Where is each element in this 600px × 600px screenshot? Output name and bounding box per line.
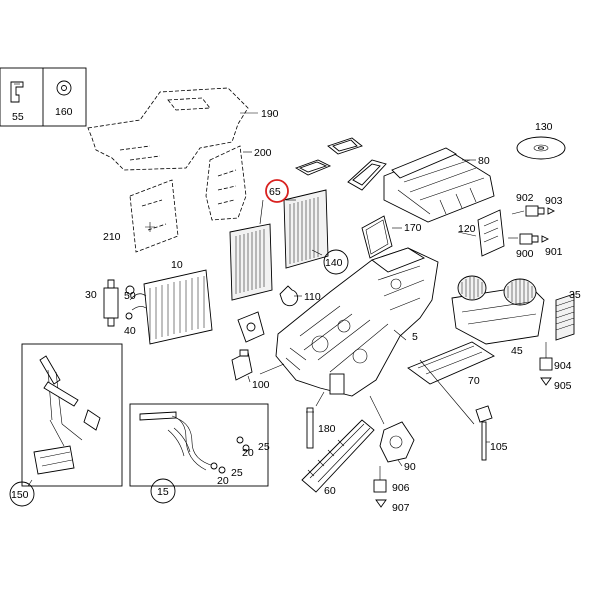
leader-lines	[259, 329, 475, 425]
part-label-140: 140	[325, 257, 343, 269]
part-90-servo: 90	[379, 421, 416, 473]
part-80-top-cover: 80	[383, 147, 495, 223]
part-label-906: 906	[392, 482, 410, 494]
part-label-160: 160	[55, 106, 73, 118]
highlight-ring-65	[265, 179, 289, 203]
part-5-hvac-housing: 5	[275, 247, 439, 397]
part-140-callout: 140	[311, 249, 349, 275]
part-label-80: 80	[478, 155, 490, 167]
part-label-130: 130	[535, 121, 553, 133]
part-900-sensor: 900 901	[508, 233, 563, 260]
part-200-gasket: 200	[205, 145, 272, 221]
part-label-902: 902	[516, 192, 534, 204]
part-label-30: 30	[85, 289, 97, 301]
part-130-disc: 130	[516, 121, 566, 160]
part-label-35: 35	[569, 289, 581, 301]
part-170-seal: 170	[361, 215, 422, 259]
detail-box-150: 150	[9, 343, 123, 507]
part-110-connector: 110	[279, 285, 321, 307]
part-65-cabin-filters: 65	[229, 179, 329, 301]
part-label-65: 65	[269, 186, 281, 198]
part-60-duct: 60	[301, 419, 375, 497]
part-label-20b: 20	[217, 475, 229, 487]
part-label-100: 100	[252, 379, 270, 391]
part-label-55: 55	[12, 111, 24, 123]
part-label-905: 905	[554, 380, 572, 392]
part-label-25b: 25	[231, 467, 243, 479]
part-label-180: 180	[318, 423, 336, 435]
part-100-actuator: 100	[231, 349, 270, 391]
part-30-expansion-valve: 30 50 40	[85, 279, 136, 337]
part-label-105: 105	[490, 441, 508, 453]
part-902-sensor: 902 903	[511, 192, 563, 217]
part-filter-frames	[294, 137, 387, 191]
part-45-blower: 45	[451, 275, 545, 357]
part-label-907: 907	[392, 502, 410, 514]
part-label-903: 903	[545, 195, 563, 207]
part-label-60: 60	[324, 485, 336, 497]
part-label-15: 15	[157, 486, 169, 498]
part-190-insulation: 190	[87, 87, 279, 171]
part-label-210: 210	[103, 231, 121, 243]
part-label-901: 901	[545, 246, 563, 258]
part-label-190: 190	[261, 108, 279, 120]
part-10-evaporator: 10	[129, 259, 213, 345]
part-label-904: 904	[554, 360, 572, 372]
part-label-150: 150	[11, 489, 29, 501]
detail-box-15: 20 25 20 25 15	[129, 403, 270, 504]
part-label-200: 200	[254, 147, 272, 159]
part-180-rod: 180	[306, 407, 336, 449]
part-label-45: 45	[511, 345, 523, 357]
part-bracket	[237, 311, 265, 343]
legend-box: 55 160	[0, 67, 87, 127]
part-label-40: 40	[124, 325, 136, 337]
part-105-sensor: 105	[475, 405, 508, 461]
part-label-50: 50	[124, 290, 136, 302]
nut-icon	[56, 80, 72, 96]
part-label-170: 170	[404, 222, 422, 234]
part-label-5: 5	[412, 331, 418, 343]
part-120-control-module: 120	[457, 209, 505, 257]
part-35-resistor: 35	[555, 289, 581, 341]
part-label-70: 70	[468, 375, 480, 387]
part-label-120: 120	[458, 223, 476, 235]
part-label-25a: 25	[258, 441, 270, 453]
part-label-20a: 20	[242, 447, 254, 459]
part-70-flap: 70	[407, 341, 495, 387]
part-904-clip: 904 905	[539, 342, 572, 392]
part-906-clip: 906 907	[373, 466, 410, 514]
clip-icon	[10, 81, 24, 103]
part-210-panel: 210	[103, 179, 179, 253]
part-label-110: 110	[304, 291, 321, 303]
part-label-900: 900	[516, 248, 534, 260]
part-label-10: 10	[171, 259, 183, 271]
part-label-90: 90	[404, 461, 416, 473]
